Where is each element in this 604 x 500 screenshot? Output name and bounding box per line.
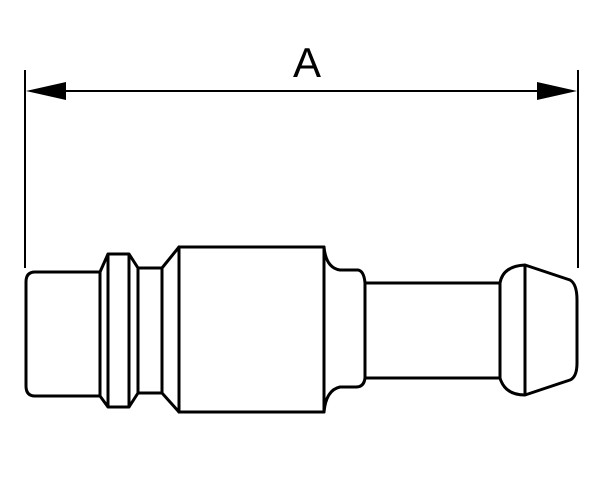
hose-tail-tube [363,281,502,380]
dimension-a: A [24,39,579,268]
shoulder-section [322,245,367,414]
arrowhead-left-icon [26,82,66,100]
neck-section [136,245,181,414]
nipple-section [24,270,102,398]
dimension-label: A [293,39,321,86]
locking-ring [98,252,140,409]
main-body [177,245,326,414]
hose-barb [498,263,579,397]
plug-body [24,245,579,414]
arrowhead-right-icon [537,82,577,100]
